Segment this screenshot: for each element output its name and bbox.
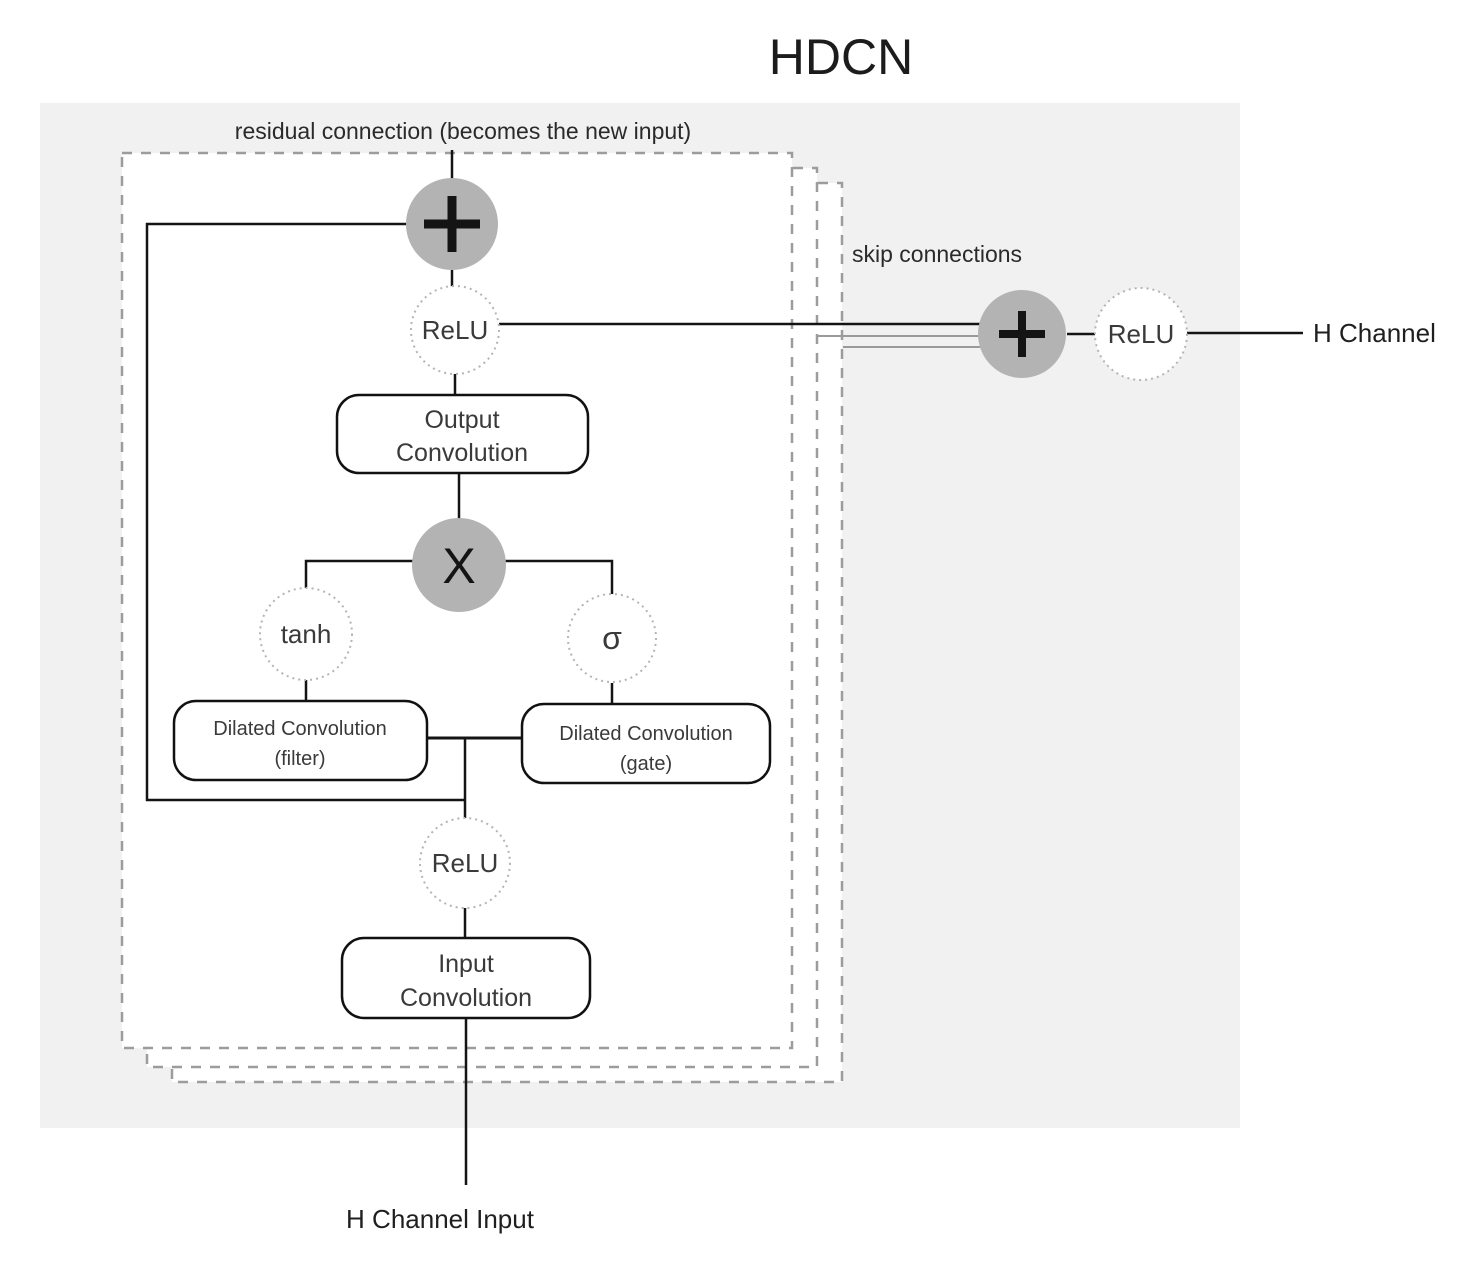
multiply-node — [412, 518, 506, 612]
plus-icon — [999, 311, 1045, 357]
sigma-node — [567, 593, 657, 683]
h-channel-label: H Channel — [1313, 318, 1436, 348]
input-convolution-label-1: Input — [438, 950, 494, 978]
bottom-relu-label: ReLU — [432, 848, 498, 878]
page-title: HDCN — [769, 29, 913, 85]
residual-connection-label: residual connection (becomes the new inp… — [235, 118, 691, 144]
multiply-to-tanh-line — [304, 559, 413, 589]
skip-connections-label: skip connections — [852, 241, 1022, 267]
bottom-relu-node — [419, 817, 511, 909]
multiply-label: X — [442, 538, 475, 594]
input-convolution-box — [340, 936, 592, 1020]
output-convolution-label-1: Output — [424, 406, 499, 434]
dilated-filter-label-1: Dilated Convolution — [213, 718, 386, 740]
skip-relu-label: ReLU — [1108, 319, 1174, 349]
multiply-to-sigma-line — [505, 559, 614, 595]
top-relu-label: ReLU — [422, 315, 488, 345]
skip-relu-node — [1094, 287, 1188, 381]
output-convolution-box — [335, 393, 590, 475]
output-convolution-label-2: Convolution — [396, 439, 528, 467]
top-relu-node — [410, 285, 500, 375]
dilated-gate-box — [520, 702, 772, 785]
sigma-label: σ — [602, 620, 622, 656]
tanh-node — [259, 587, 353, 681]
dilated-filter-box — [172, 699, 429, 782]
dilated-gate-label-1: Dilated Convolution — [559, 723, 732, 745]
plus-icon — [424, 196, 480, 252]
residual-bypass-line — [145, 222, 464, 802]
tanh-label: tanh — [281, 619, 332, 649]
h-channel-input-label: H Channel Input — [346, 1204, 535, 1234]
dilated-filter-label-2: (filter) — [274, 748, 325, 770]
input-convolution-label-2: Convolution — [400, 984, 532, 1012]
dilated-gate-label-2: (gate) — [620, 753, 672, 775]
